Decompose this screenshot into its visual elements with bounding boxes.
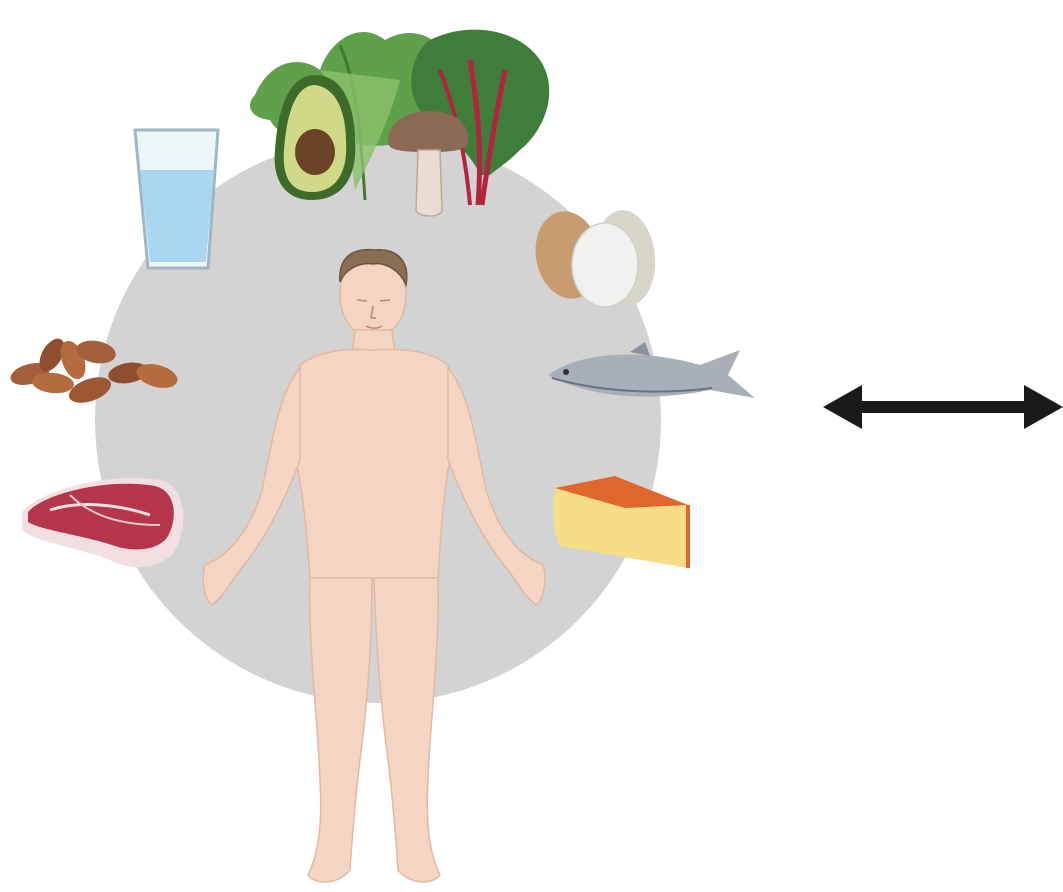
glass-of-water-icon bbox=[135, 130, 218, 268]
steak-icon bbox=[22, 478, 183, 567]
double-headed-arrow-icon bbox=[823, 385, 1063, 429]
